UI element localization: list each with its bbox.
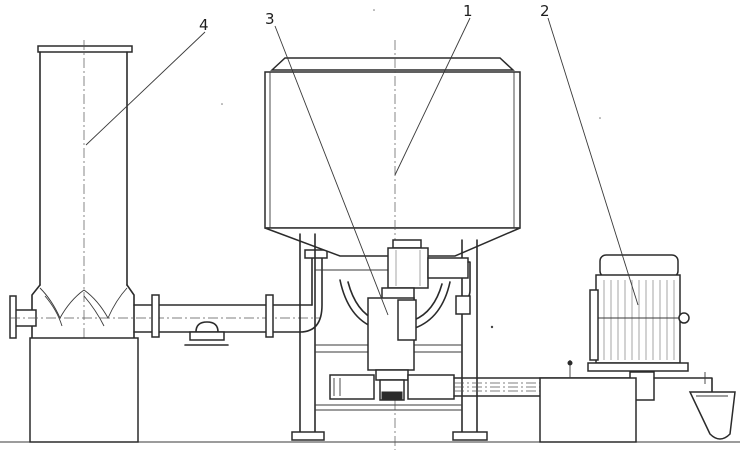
leader-line-2 [547, 17, 639, 306]
stack-chimney-part-4 [9, 40, 139, 443]
leader-line-1 [394, 17, 471, 176]
leader-line-4 [85, 31, 206, 146]
leader-line-3 [274, 25, 389, 316]
electric-motor-part-2 [539, 254, 736, 443]
feeder-valve-part-3 [339, 239, 471, 401]
leader-lines [85, 17, 639, 316]
callout-3: 3 [265, 10, 275, 28]
scan-specks [221, 9, 601, 329]
callout-1: 1 [463, 2, 473, 20]
connecting-duct [10, 249, 328, 346]
callout-4: 4 [199, 16, 209, 34]
motor-cooling-fins [603, 280, 675, 360]
callout-2: 2 [540, 2, 550, 20]
